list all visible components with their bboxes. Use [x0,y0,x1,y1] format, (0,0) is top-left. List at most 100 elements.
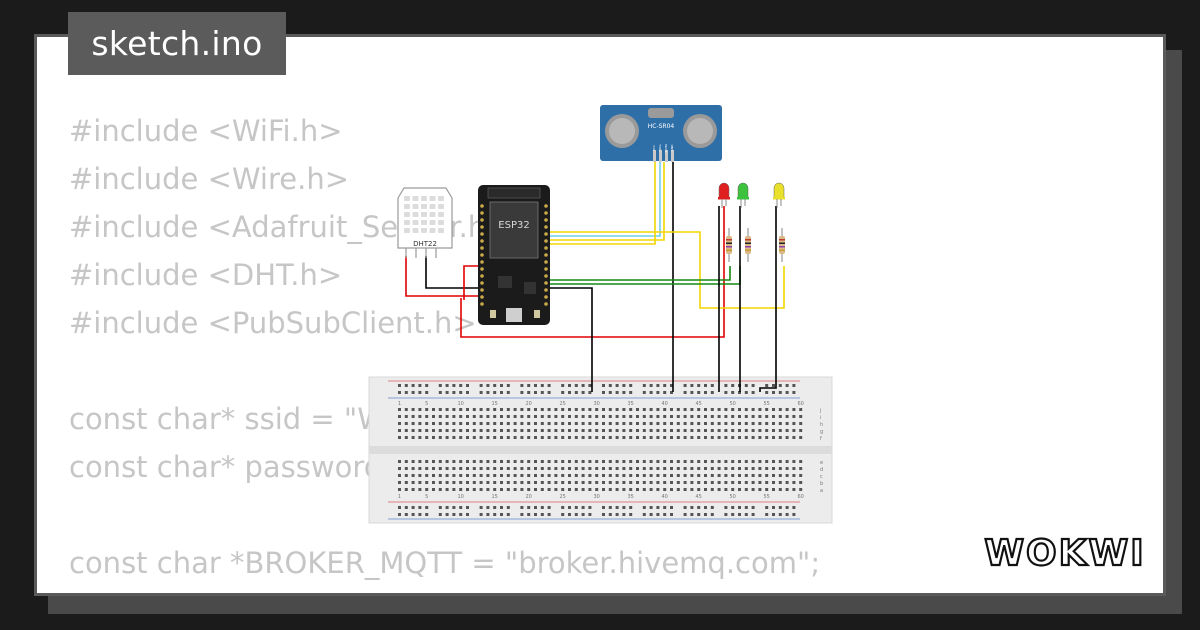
breadboard-hole[interactable] [765,488,769,491]
rail-hole[interactable] [724,513,728,516]
breadboard-hole[interactable] [432,481,435,484]
rail-hole[interactable] [398,513,401,516]
breadboard-hole[interactable] [574,429,578,432]
breadboard-hole[interactable] [642,429,646,432]
breadboard-hole[interactable] [799,467,803,470]
rail-hole[interactable] [500,513,503,516]
breadboard-hole[interactable] [527,429,531,432]
breadboard-hole[interactable] [656,488,660,491]
breadboard-hole[interactable] [704,474,707,477]
rail-hole[interactable] [642,391,646,394]
breadboard-hole[interactable] [792,415,796,418]
breadboard-hole[interactable] [459,488,463,491]
rail-hole[interactable] [602,506,605,509]
breadboard-hole[interactable] [472,488,476,491]
breadboard-hole[interactable] [670,481,673,484]
breadboard-hole[interactable] [642,481,646,484]
breadboard-hole[interactable] [418,488,422,491]
breadboard-hole[interactable] [799,474,803,477]
breadboard-hole[interactable] [554,481,558,484]
breadboard-hole[interactable] [602,488,605,491]
rail-hole[interactable] [486,513,490,516]
breadboard-hole[interactable] [602,415,605,418]
breadboard-hole[interactable] [527,422,531,425]
esp32-pin[interactable] [480,260,484,264]
breadboard-hole[interactable] [690,429,694,432]
rail-hole[interactable] [534,384,537,387]
breadboard-hole[interactable] [466,429,469,432]
breadboard-hole[interactable] [615,467,619,470]
breadboard-hole[interactable] [751,488,755,491]
breadboard-hole[interactable] [608,429,612,432]
breadboard-hole[interactable] [574,460,578,463]
breadboard-hole[interactable] [418,429,422,432]
breadboard-hole[interactable] [574,481,578,484]
rail-hole[interactable] [731,384,735,387]
breadboard-hole[interactable] [670,488,673,491]
rail-hole[interactable] [438,391,442,394]
breadboard-hole[interactable] [472,415,476,418]
breadboard-hole[interactable] [636,467,639,470]
breadboard-hole[interactable] [738,408,741,411]
breadboard-hole[interactable] [751,429,755,432]
breadboard-hole[interactable] [636,474,639,477]
rail-hole[interactable] [697,513,701,516]
breadboard-hole[interactable] [608,488,612,491]
breadboard-hole[interactable] [506,408,510,411]
breadboard-hole[interactable] [527,415,531,418]
breadboard-hole[interactable] [758,408,762,411]
breadboard-hole[interactable] [527,436,531,439]
breadboard-hole[interactable] [425,488,429,491]
breadboard-hole[interactable] [792,488,796,491]
rail-hole[interactable] [574,513,578,516]
breadboard-hole[interactable] [683,481,687,484]
led[interactable] [718,182,730,208]
breadboard-hole[interactable] [799,429,803,432]
rail-hole[interactable] [506,513,510,516]
breadboard-hole[interactable] [493,474,497,477]
rail-hole[interactable] [398,391,401,394]
breadboard-hole[interactable] [622,481,626,484]
breadboard-hole[interactable] [717,460,721,463]
breadboard-hole[interactable] [520,474,524,477]
rail-hole[interactable] [452,384,456,387]
breadboard-hole[interactable] [534,460,537,463]
rail-hole[interactable] [683,391,687,394]
rail-hole[interactable] [411,391,415,394]
rail-hole[interactable] [493,506,497,509]
breadboard-hole[interactable] [452,460,456,463]
breadboard-hole[interactable] [411,408,415,411]
breadboard-hole[interactable] [472,474,476,477]
breadboard-hole[interactable] [608,436,612,439]
rail-hole[interactable] [568,513,571,516]
rail-hole[interactable] [649,391,653,394]
breadboard-hole[interactable] [506,460,510,463]
breadboard-hole[interactable] [554,429,558,432]
rail-hole[interactable] [778,513,782,516]
breadboard-hole[interactable] [534,422,537,425]
breadboard-hole[interactable] [670,467,673,470]
breadboard-hole[interactable] [568,467,571,470]
breadboard-hole[interactable] [785,415,789,418]
rail-hole[interactable] [622,391,626,394]
breadboard-hole[interactable] [636,488,639,491]
rail-hole[interactable] [411,506,415,509]
rail-hole[interactable] [588,506,592,509]
breadboard-hole[interactable] [595,467,599,470]
esp32-pin[interactable] [480,302,484,306]
breadboard-hole[interactable] [486,436,490,439]
esp32-pin[interactable] [544,302,548,306]
breadboard-hole[interactable] [404,481,408,484]
rail-hole[interactable] [581,391,585,394]
breadboard-hole[interactable] [751,415,755,418]
breadboard-hole[interactable] [690,467,694,470]
breadboard-hole[interactable] [608,422,612,425]
breadboard-hole[interactable] [540,467,544,470]
led[interactable] [773,182,785,208]
breadboard-hole[interactable] [404,408,408,411]
breadboard-hole[interactable] [656,436,660,439]
rail-hole[interactable] [629,384,633,387]
breadboard-hole[interactable] [466,467,469,470]
breadboard-hole[interactable] [608,408,612,411]
breadboard-hole[interactable] [622,474,626,477]
